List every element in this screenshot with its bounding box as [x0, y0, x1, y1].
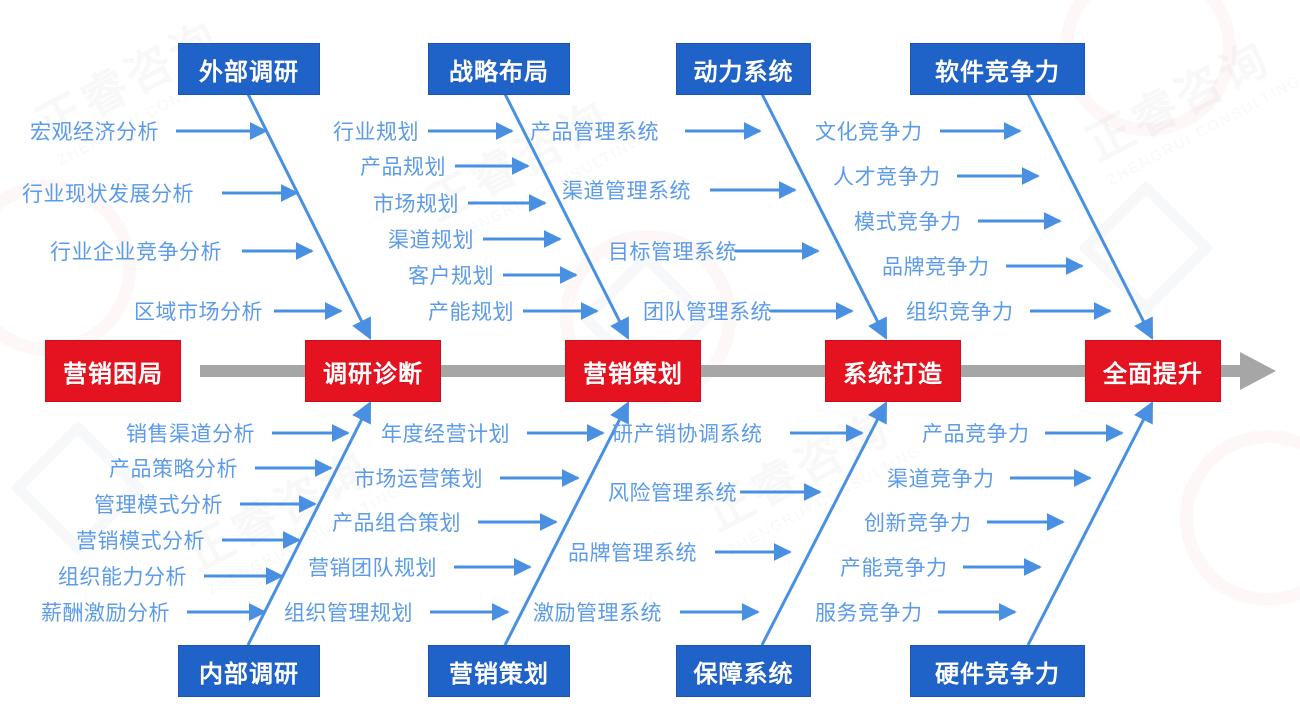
spine-node-2[interactable]: 调研诊断: [305, 340, 441, 402]
spine-node-4[interactable]: 系统打造: [825, 340, 961, 402]
category-box-top-4[interactable]: 软件竞争力: [910, 43, 1085, 95]
cause-label: 研产销协调系统: [612, 423, 763, 446]
spine-segment: [685, 365, 850, 377]
cause-label: 市场运营策划: [354, 468, 483, 491]
cause-label: 产能竞争力: [840, 557, 948, 580]
watermark-diamond: [1078, 180, 1214, 316]
cause-label: 产能规划: [428, 301, 514, 324]
cause-label: 风险管理系统: [608, 482, 737, 505]
cause-label: 组织管理规划: [284, 602, 413, 625]
cause-label: 营销模式分析: [76, 530, 205, 553]
cause-label: 行业企业竞争分析: [50, 241, 222, 264]
cause-label: 产品管理系统: [530, 121, 659, 144]
cause-label: 市场规划: [373, 193, 459, 216]
cause-label: 文化竞争力: [815, 121, 923, 144]
cause-label: 服务竞争力: [815, 602, 923, 625]
cause-label: 行业现状发展分析: [22, 183, 194, 206]
cause-label: 产品组合策划: [332, 512, 461, 535]
category-box-top-2[interactable]: 战略布局: [428, 43, 570, 95]
cause-label: 产品竞争力: [922, 423, 1030, 446]
category-box-bottom-2[interactable]: 营销策划: [428, 645, 570, 697]
cause-label: 激励管理系统: [533, 602, 662, 625]
cause-label: 产品规划: [360, 156, 446, 179]
cause-label: 行业规划: [333, 121, 419, 144]
watermark-ring: [1060, 0, 1236, 136]
category-box-bottom-1[interactable]: 内部调研: [178, 645, 320, 697]
cause-label: 区域市场分析: [134, 301, 263, 324]
cause-label: 渠道竞争力: [887, 468, 995, 491]
category-box-bottom-3[interactable]: 保障系统: [676, 645, 811, 697]
cause-label: 目标管理系统: [608, 241, 737, 264]
branch-line-top-4: [1026, 93, 1154, 340]
cause-label: 渠道规划: [388, 229, 474, 252]
cause-label: 宏观经济分析: [30, 121, 159, 144]
cause-label: 人才竞争力: [833, 166, 941, 189]
cause-label: 团队管理系统: [643, 301, 772, 324]
spine-segment: [200, 365, 330, 377]
spine-arrowhead-icon: [1240, 352, 1276, 390]
cause-label: 年度经营计划: [381, 423, 510, 446]
cause-label: 管理模式分析: [94, 494, 223, 517]
spine-node-5[interactable]: 全面提升: [1085, 340, 1221, 402]
category-box-top-1[interactable]: 外部调研: [178, 43, 320, 95]
branch-line-bottom-4: [1026, 401, 1154, 646]
cause-label: 营销团队规划: [308, 557, 437, 580]
cause-label: 薪酬激励分析: [41, 602, 170, 625]
spine-segment: [945, 365, 1110, 377]
cause-label: 模式竞争力: [854, 211, 962, 234]
category-box-bottom-4[interactable]: 硬件竞争力: [910, 645, 1085, 697]
spine-node-1[interactable]: 营销困局: [45, 340, 181, 402]
category-box-top-3[interactable]: 动力系统: [676, 43, 811, 95]
spine-node-3[interactable]: 营销策划: [565, 340, 701, 402]
cause-label: 品牌管理系统: [568, 542, 697, 565]
spine-segment: [425, 365, 590, 377]
cause-label: 创新竞争力: [864, 512, 972, 535]
cause-label: 品牌竞争力: [882, 256, 990, 279]
cause-label: 组织竞争力: [906, 301, 1014, 324]
cause-label: 渠道管理系统: [562, 180, 691, 203]
cause-label: 客户规划: [408, 265, 494, 288]
cause-label: 销售渠道分析: [126, 423, 255, 446]
cause-label: 组织能力分析: [58, 566, 187, 589]
watermark-ring: [1180, 430, 1300, 606]
cause-label: 产品策略分析: [109, 458, 238, 481]
